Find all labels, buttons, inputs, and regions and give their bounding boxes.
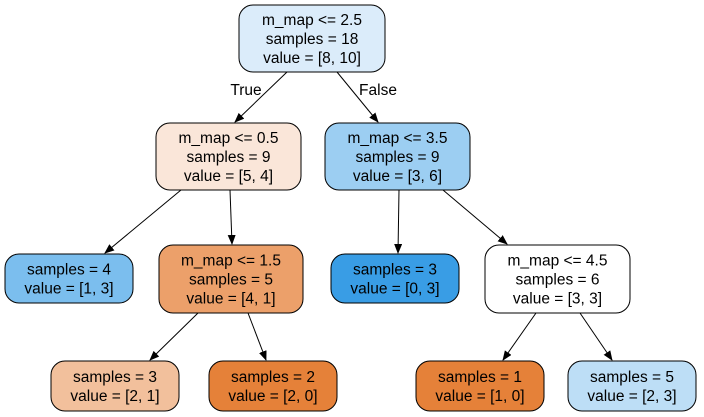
node-text-line: samples = 2 bbox=[231, 369, 315, 386]
node-text-line: m_map <= 1.5 bbox=[181, 253, 281, 270]
node-box bbox=[484, 244, 631, 314]
node-text-line: samples = 4 bbox=[27, 262, 111, 279]
node-box bbox=[50, 360, 180, 412]
node-text-line: samples = 3 bbox=[353, 262, 437, 279]
node-text-line: value = [3, 3] bbox=[513, 291, 602, 308]
edge-arrow-n0-n1 bbox=[234, 71, 288, 123]
node-text-line: m_map <= 4.5 bbox=[508, 253, 608, 270]
node-text-line: samples = 3 bbox=[73, 369, 157, 386]
node-text-line: samples = 9 bbox=[355, 149, 439, 166]
node-text-line: m_map <= 3.5 bbox=[348, 130, 448, 147]
node-text-line: m_map <= 2.5 bbox=[262, 12, 362, 29]
node-box bbox=[415, 360, 545, 412]
tree-node-n1: m_map <= 0.5 samples = 9 value = [5, 4] bbox=[155, 122, 302, 191]
node-box bbox=[330, 253, 460, 304]
edge-label-true: True bbox=[230, 82, 261, 99]
node-text-line: value = [2, 3] bbox=[587, 388, 676, 405]
node-box bbox=[324, 122, 471, 191]
node-text-line: value = [2, 1] bbox=[70, 388, 159, 405]
node-text-line: value = [3, 6] bbox=[353, 168, 442, 185]
tree-node-n10: samples = 5 value = [2, 3] bbox=[567, 360, 697, 412]
edge-arrow-n8-n10 bbox=[579, 312, 613, 361]
node-text-line: samples = 18 bbox=[266, 31, 359, 48]
node-box bbox=[567, 360, 697, 412]
node-text-line: samples = 1 bbox=[438, 369, 522, 386]
node-text-line: value = [2, 0] bbox=[228, 388, 317, 405]
node-text-line: samples = 6 bbox=[515, 272, 599, 289]
node-text-line: value = [0, 3] bbox=[350, 281, 439, 298]
edge-arrow-n3-n4 bbox=[149, 312, 199, 361]
edge-arrow-n1-n3 bbox=[227, 189, 236, 245]
tree-node-n7: samples = 3 value = [0, 3] bbox=[330, 253, 460, 304]
tree-node-n3: m_map <= 1.5 samples = 5 value = [4, 1] bbox=[158, 244, 304, 314]
tree-node-n4: samples = 3 value = [2, 1] bbox=[50, 360, 180, 412]
node-text-line: value = [4, 1] bbox=[186, 291, 275, 308]
edges-layer: True False bbox=[104, 71, 613, 361]
edge-label-false: False bbox=[359, 82, 397, 99]
node-box bbox=[155, 122, 302, 191]
node-text-line: samples = 5 bbox=[590, 369, 674, 386]
node-text-line: m_map <= 0.5 bbox=[179, 130, 279, 147]
edge-arrow-n1-n2 bbox=[104, 189, 182, 254]
node-text-line: value = [5, 4] bbox=[184, 168, 273, 185]
node-text-line: samples = 5 bbox=[189, 272, 273, 289]
edge-arrow-n3-n5 bbox=[247, 312, 267, 361]
node-text-line: value = [1, 3] bbox=[24, 281, 113, 298]
node-text-line: value = [8, 10] bbox=[263, 50, 361, 67]
tree-node-n8: m_map <= 4.5 samples = 6 value = [3, 3] bbox=[484, 244, 631, 314]
node-box bbox=[4, 253, 134, 304]
node-box bbox=[208, 360, 338, 412]
node-text-line: value = [1, 0] bbox=[435, 388, 524, 405]
tree-node-n5: samples = 2 value = [2, 0] bbox=[208, 360, 338, 412]
tree-node-n9: samples = 1 value = [1, 0] bbox=[415, 360, 545, 412]
edge-arrow-n6-n7 bbox=[394, 189, 403, 254]
edge-arrow-n0-n6 bbox=[336, 71, 379, 123]
edge-arrow-n6-n8 bbox=[442, 189, 508, 245]
tree-node-n2: samples = 4 value = [1, 3] bbox=[4, 253, 134, 304]
edge-arrow-n8-n9 bbox=[502, 312, 537, 361]
node-box bbox=[158, 244, 304, 314]
node-box bbox=[238, 4, 386, 73]
tree-node-n0: m_map <= 2.5 samples = 18 value = [8, 10] bbox=[238, 4, 386, 73]
node-text-line: samples = 9 bbox=[186, 149, 270, 166]
tree-node-n6: m_map <= 3.5 samples = 9 value = [3, 6] bbox=[324, 122, 471, 191]
